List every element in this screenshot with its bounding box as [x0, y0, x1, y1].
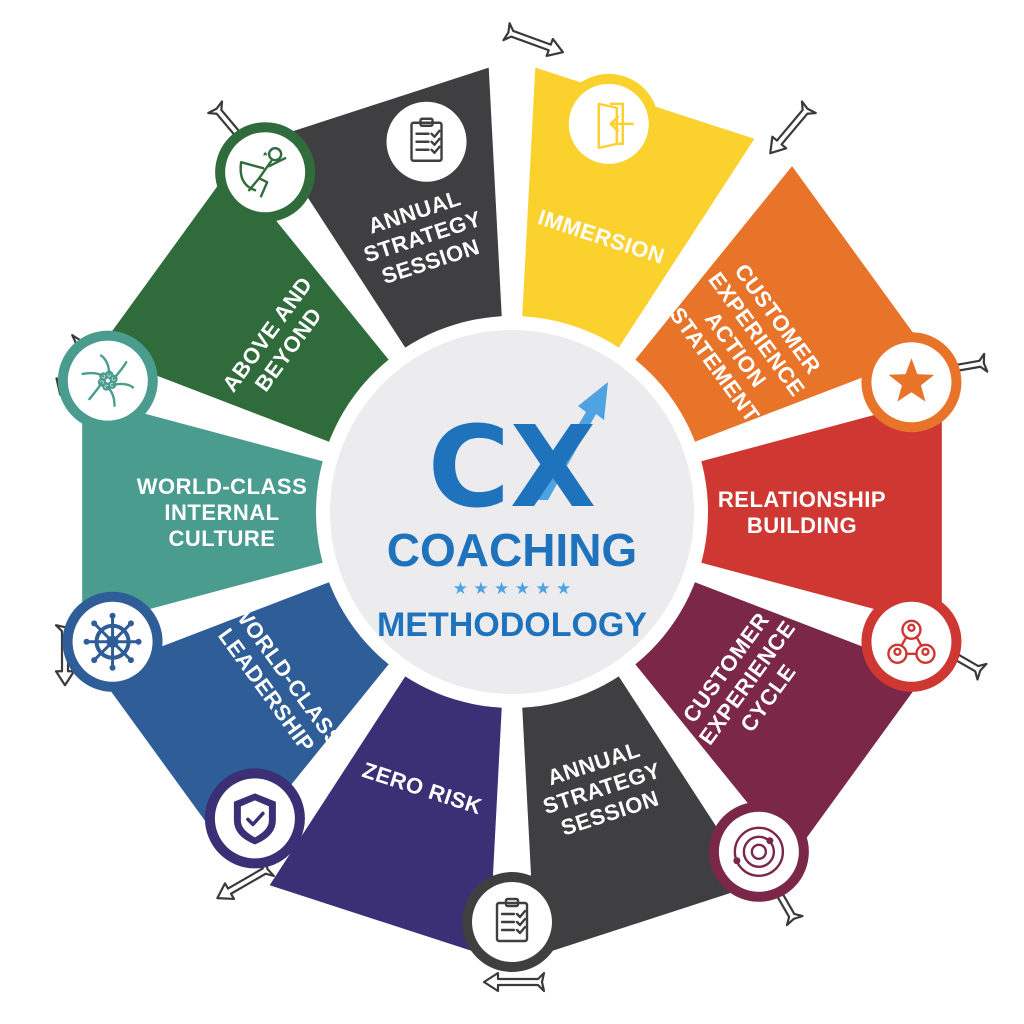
network-people-icon	[861, 591, 962, 692]
segment-world-class-internal-culture	[82, 396, 323, 628]
flow-arrow-icon	[482, 971, 546, 993]
star-icon	[861, 332, 962, 433]
brand-block: CX COACHING ★ ★ ★ ★ ★ ★ METHODOLOGY	[377, 382, 647, 644]
hands-together-icon	[57, 330, 158, 431]
flow-arrow-icon	[769, 100, 817, 155]
brand-subtitle: METHODOLOGY	[377, 606, 647, 644]
segment-world-class-leadership	[96, 582, 389, 858]
segment-label-line: RELATIONSHIP	[718, 487, 886, 512]
segment-above-and-beyond	[96, 166, 389, 442]
growth-arrow-icon	[534, 382, 608, 500]
segment-zero-risk	[269, 676, 502, 957]
clipboard-checklist-icon	[376, 91, 477, 192]
shield-check-icon	[204, 768, 305, 869]
flow-arrow-icon	[502, 22, 565, 57]
segment-customer-experience-action-statement	[635, 166, 928, 442]
brand-stars: ★ ★ ★ ★ ★ ★	[453, 579, 571, 599]
segment-relationship-building	[701, 396, 942, 628]
segment-label-line: WORLD-CLASS	[137, 474, 307, 499]
segment-customer-experience-cycle	[635, 582, 928, 858]
segment-label-line: CULTURE	[169, 526, 276, 551]
segment-annual-strategy-session-bottom	[522, 676, 755, 957]
icons-layer	[57, 73, 962, 972]
door-enter-icon	[558, 73, 659, 174]
segment-label-line: BUILDING	[747, 513, 857, 538]
ship-wheel-icon	[62, 591, 163, 692]
flow-arrow-icon	[216, 859, 275, 901]
brand-logo-text: CX	[428, 403, 597, 533]
center-hub	[316, 316, 708, 708]
orbit-cycle-icon	[708, 801, 809, 902]
brand-title: COACHING	[387, 524, 637, 576]
superhero-icon	[215, 122, 316, 223]
clipboard-checklist-icon	[462, 872, 562, 972]
segment-label-line: INTERNAL	[164, 500, 279, 525]
